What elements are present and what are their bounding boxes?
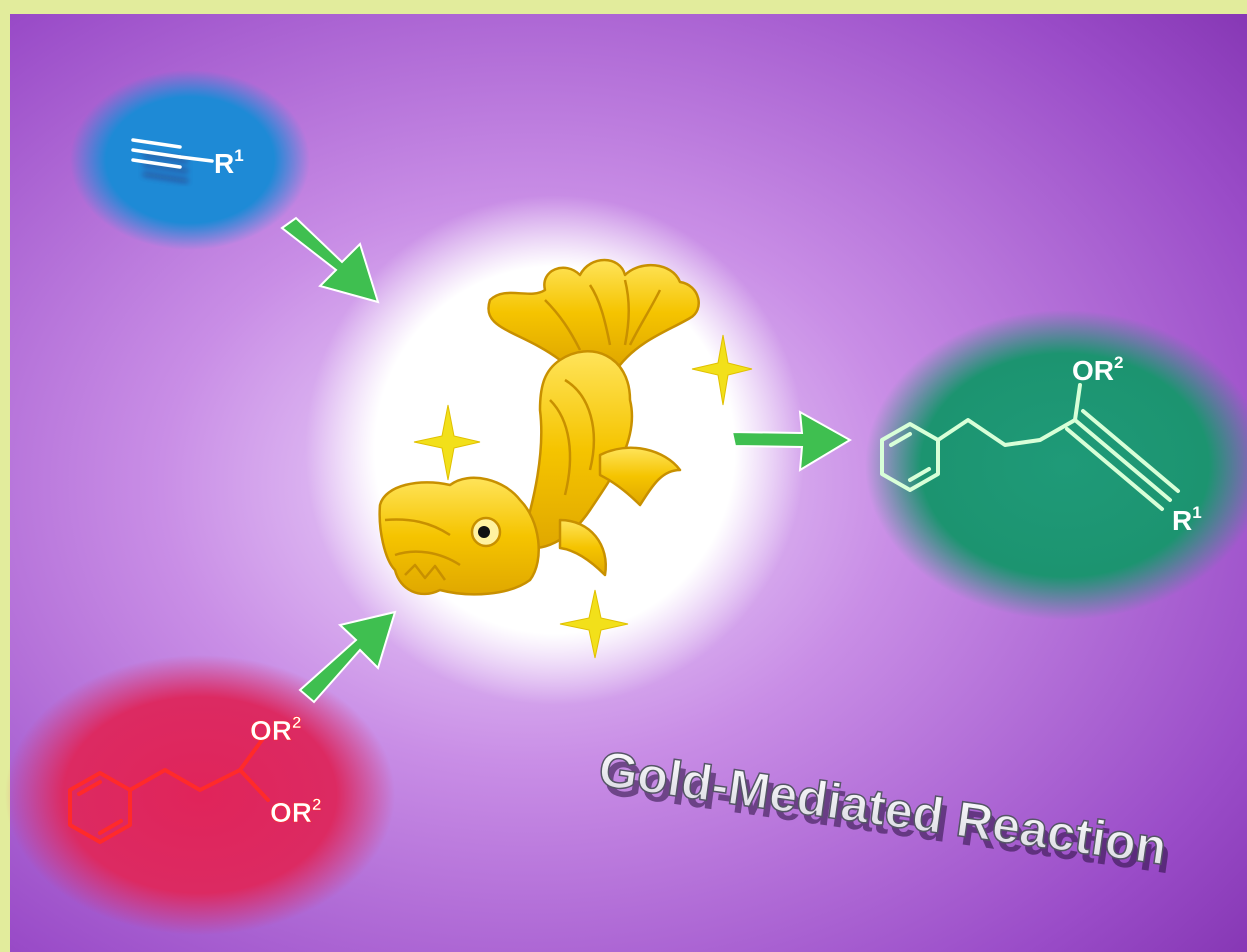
arrow-from-acetal bbox=[298, 610, 397, 704]
acetal-bottom-or-label: OR2 bbox=[270, 795, 321, 828]
reaction-arrows bbox=[280, 216, 852, 704]
acetal-benzene-ring bbox=[68, 771, 132, 844]
arrow-from-alkyne bbox=[280, 216, 380, 304]
acetal-structure bbox=[68, 738, 270, 844]
alkyne-r-label: R1 bbox=[214, 146, 244, 179]
alkyne-bond-2 bbox=[131, 148, 182, 159]
product-bubble bbox=[865, 310, 1247, 620]
product-r-label: R1 bbox=[1172, 503, 1202, 536]
product-triple-bond-3 bbox=[1065, 427, 1164, 511]
alkyne-bond-3 bbox=[131, 158, 182, 169]
sparkle-icon bbox=[691, 334, 753, 406]
alkyne-bond-1 bbox=[131, 138, 182, 149]
acetal-top-or-label: OR2 bbox=[250, 713, 301, 746]
alkyne-single-bond bbox=[178, 155, 214, 163]
sparkle-icon bbox=[413, 404, 481, 481]
product-or-label: OR2 bbox=[1072, 353, 1123, 386]
acetal-chain bbox=[128, 738, 264, 792]
acetal-bubble bbox=[5, 655, 395, 935]
sparkle-icon bbox=[559, 589, 629, 659]
golden-shachihoko-icon bbox=[378, 258, 700, 596]
sparkle-icons bbox=[413, 334, 753, 659]
shachihoko-eye bbox=[478, 526, 490, 538]
arrow-to-product bbox=[730, 410, 852, 472]
product-chain bbox=[936, 418, 1077, 447]
product-triple-bond-2 bbox=[1081, 409, 1180, 493]
product-structure bbox=[880, 383, 1180, 511]
product-triple-bond-1 bbox=[1073, 418, 1172, 502]
product-benzene-ring bbox=[880, 422, 940, 492]
alkyne-structure: R1 bbox=[131, 138, 244, 183]
